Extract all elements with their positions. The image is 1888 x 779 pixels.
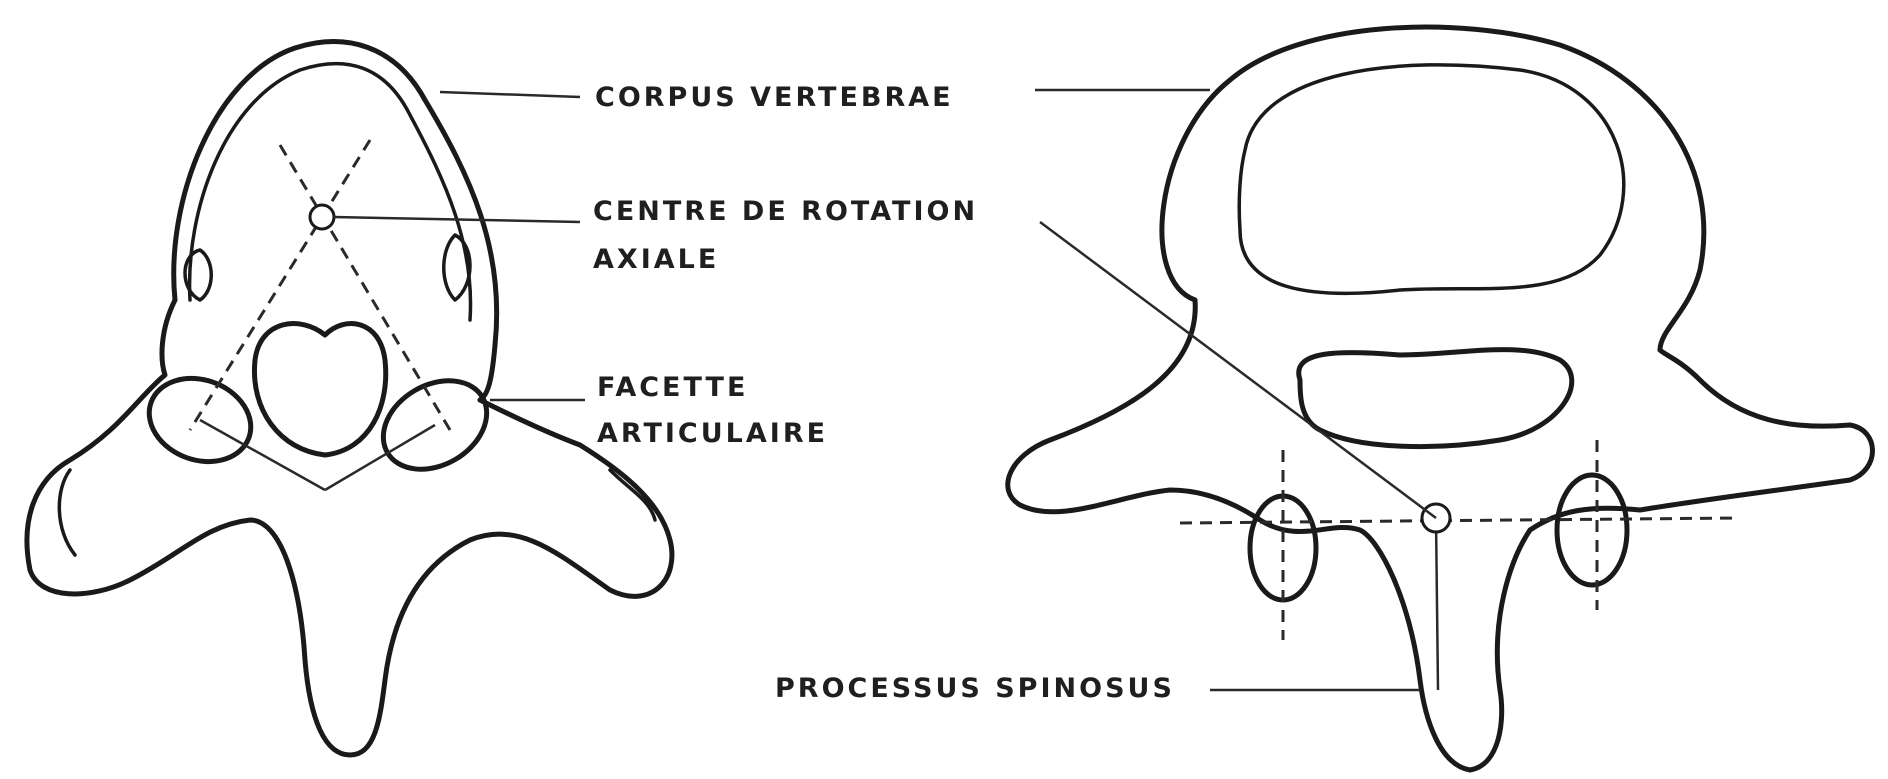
left-vertebral-body-outer [174, 42, 497, 400]
label-facette-line2: ARTICULAIRE [597, 418, 828, 449]
left-axis-dash-1 [280, 145, 450, 430]
left-rotation-centre [310, 205, 334, 229]
right-facet-right [1557, 475, 1627, 585]
left-axis-line-3 [200, 420, 325, 490]
leader-corpus-left [440, 92, 580, 97]
label-processus-spinosus: PROCESSUS SPINOSUS [775, 673, 1175, 704]
left-transverse-tip [59, 470, 75, 555]
right-spinal-canal [1299, 350, 1572, 447]
leader-centre-right [1040, 222, 1436, 518]
label-centre-rotation-line2: AXIALE [593, 244, 719, 275]
labels: CORPUS VERTEBRAE CENTRE DE ROTATION AXIA… [593, 82, 1175, 704]
leader-lines [334, 90, 1436, 690]
label-centre-rotation-line1: CENTRE DE ROTATION [593, 196, 978, 227]
left-axis-line-4 [325, 425, 435, 490]
left-arch-contour [27, 300, 672, 755]
left-spinal-canal [254, 324, 385, 455]
left-axis-dash-2 [190, 140, 370, 430]
label-corpus-vertebrae: CORPUS VERTEBRAE [595, 82, 954, 113]
right-vertebral-body-inner [1239, 65, 1624, 294]
right-vertebra [1008, 27, 1873, 770]
right-spinous-axis [1436, 518, 1438, 690]
left-vertebra [27, 42, 672, 755]
right-transverse-tip [610, 470, 655, 520]
left-pedicle-right [444, 235, 470, 300]
label-facette-line1: FACETTE [597, 372, 748, 403]
